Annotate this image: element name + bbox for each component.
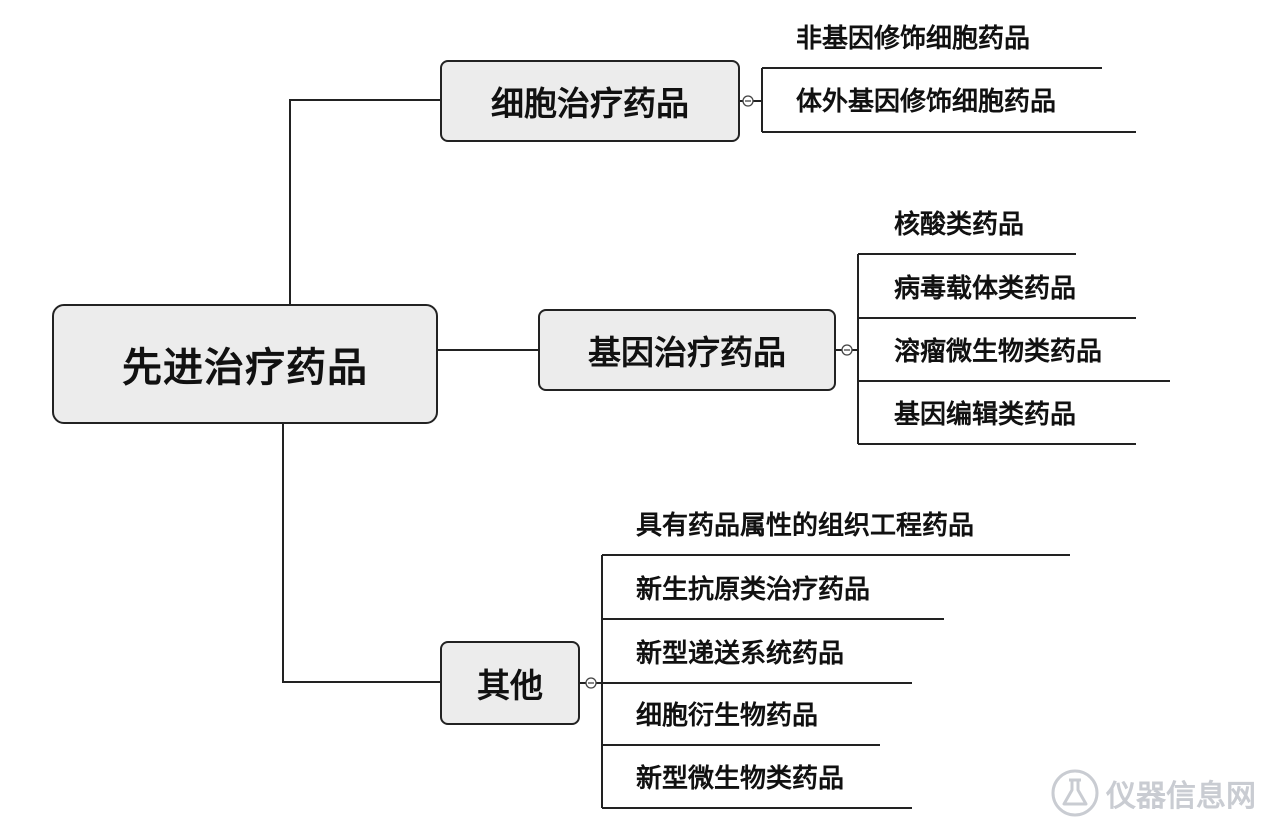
branch-node-label: 其他 [477,666,543,705]
leaf-item[interactable]: 核酸类药品 [894,210,1025,240]
flask-logo-icon [1051,769,1099,817]
branch-node-label: 细胞治疗药品 [491,84,689,123]
branch-node-gene-therapy[interactable]: 基因治疗药品 [538,309,836,391]
watermark: 仪器信息网 [1050,768,1256,818]
root-node[interactable]: 先进治疗药品 [52,304,438,424]
leaf-item[interactable]: 新生抗原类治疗药品 [636,575,871,605]
leaf-item[interactable]: 细胞衍生物药品 [636,701,819,731]
other-children-lines [580,554,1070,809]
connector-root-cell-therapy [289,99,442,304]
leaf-item[interactable]: 病毒载体类药品 [894,274,1077,304]
connector-root-other [282,424,442,683]
gene-therapy-children-lines [836,253,1170,445]
leaf-item[interactable]: 基因编辑类药品 [894,400,1077,430]
leaf-item[interactable]: 体外基因修饰细胞药品 [796,87,1057,117]
branch-node-cell-therapy[interactable]: 细胞治疗药品 [440,60,740,142]
branch-node-other[interactable]: 其他 [440,641,580,725]
leaf-item[interactable]: 新型递送系统药品 [636,639,845,669]
leaf-item[interactable]: 非基因修饰细胞药品 [796,24,1031,54]
cell-therapy-children-lines [740,67,1136,133]
leaf-item[interactable]: 溶瘤微生物类药品 [894,337,1103,367]
leaf-item[interactable]: 具有药品属性的组织工程药品 [636,511,975,541]
branch-node-label: 基因治疗药品 [588,333,786,372]
root-node-label: 先进治疗药品 [122,345,368,391]
watermark-text: 仪器信息网 [1106,779,1256,814]
leaf-item[interactable]: 新型微生物类药品 [636,764,845,794]
